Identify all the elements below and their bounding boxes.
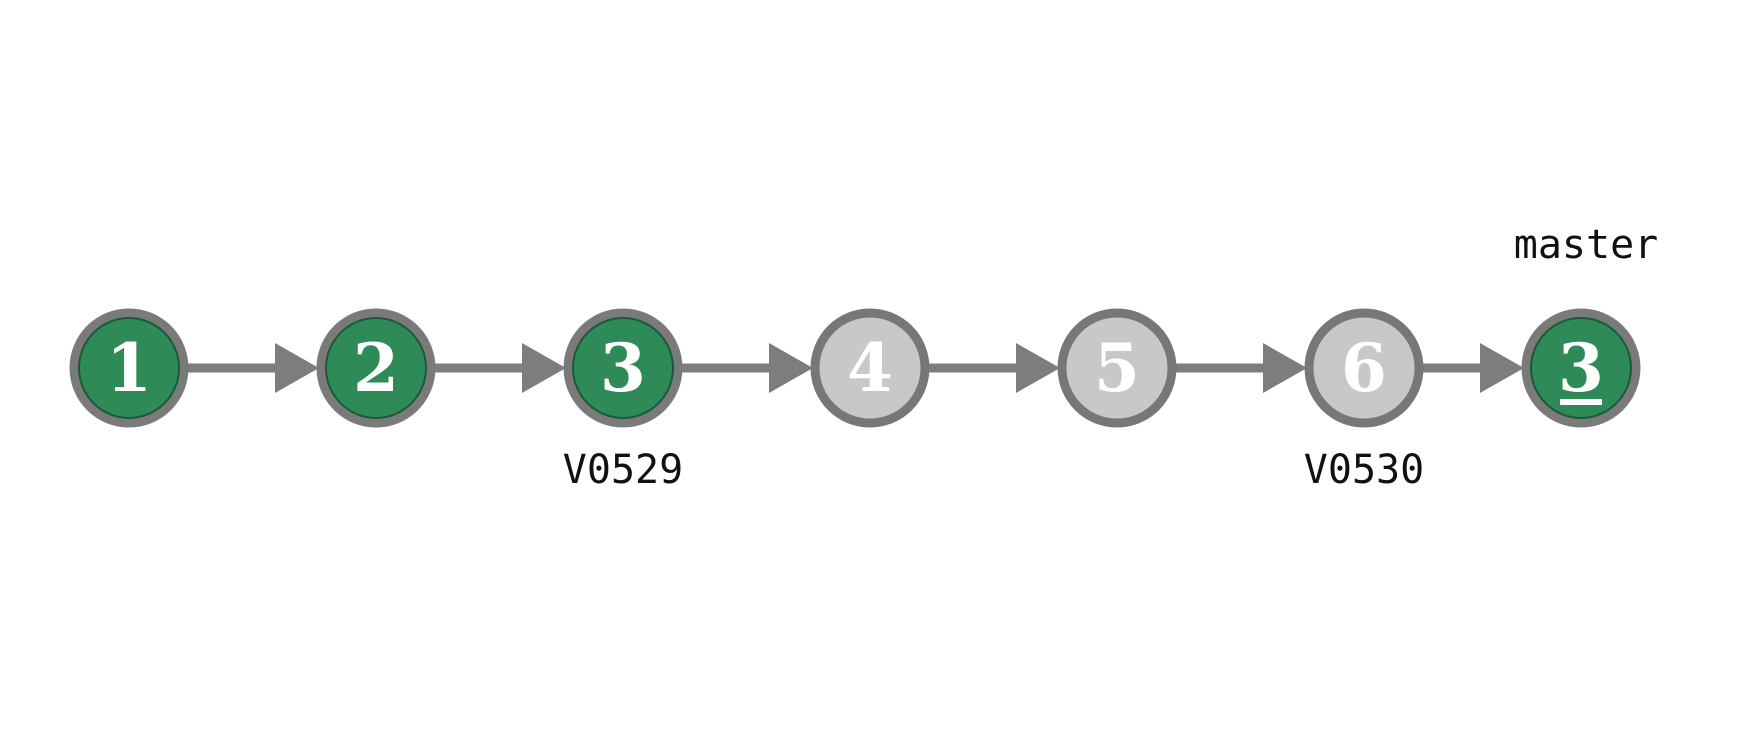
arrow-head	[522, 343, 566, 393]
arrow-head	[275, 343, 319, 393]
commit-node[interactable]: 5	[1057, 308, 1177, 428]
ref-labels: V0529 V0530 master	[563, 222, 1658, 493]
commit-circle	[810, 308, 930, 428]
commit-label-underline	[1560, 399, 1602, 405]
commit-edge	[180, 343, 319, 393]
commit-circle	[1304, 308, 1424, 428]
arrow-head	[1263, 343, 1307, 393]
commit-edges	[180, 343, 1524, 393]
commit-edge	[921, 343, 1060, 393]
commit-edge	[1168, 343, 1307, 393]
commit-node[interactable]: 3	[1521, 308, 1641, 428]
commit-inner-ring	[572, 317, 674, 419]
commit-node[interactable]: 2	[316, 308, 436, 428]
commit-node[interactable]: 3	[563, 308, 683, 428]
commit-label: 1	[106, 329, 152, 407]
tag-label: V0530	[1304, 447, 1424, 493]
commit-inner-ring	[325, 317, 427, 419]
commit-node[interactable]: 1	[69, 308, 189, 428]
commit-inner-ring	[1530, 317, 1632, 419]
commit-circle	[1057, 308, 1177, 428]
commit-edge	[1415, 343, 1524, 393]
commit-edge	[674, 343, 813, 393]
arrow-head	[1480, 343, 1524, 393]
commit-nodes: 1 2 3 4 5 6 3	[69, 308, 1641, 428]
commit-circle	[563, 308, 683, 428]
commit-circle	[69, 308, 189, 428]
commit-label: 4	[847, 329, 893, 407]
arrow-head	[769, 343, 813, 393]
commit-node[interactable]: 6	[1304, 308, 1424, 428]
commit-circle	[316, 308, 436, 428]
commit-label: 6	[1341, 329, 1387, 407]
commit-inner-ring	[78, 317, 180, 419]
arrow-head	[1016, 343, 1060, 393]
commit-circle	[1521, 308, 1641, 428]
commit-label: 2	[353, 329, 399, 407]
branch-label: master	[1514, 222, 1659, 268]
tag-label: V0529	[563, 447, 683, 493]
commit-label: 3	[600, 329, 646, 407]
commit-node[interactable]: 4	[810, 308, 930, 428]
commit-edge	[427, 343, 566, 393]
commit-label: 5	[1094, 329, 1140, 407]
commit-label: 3	[1558, 329, 1604, 407]
